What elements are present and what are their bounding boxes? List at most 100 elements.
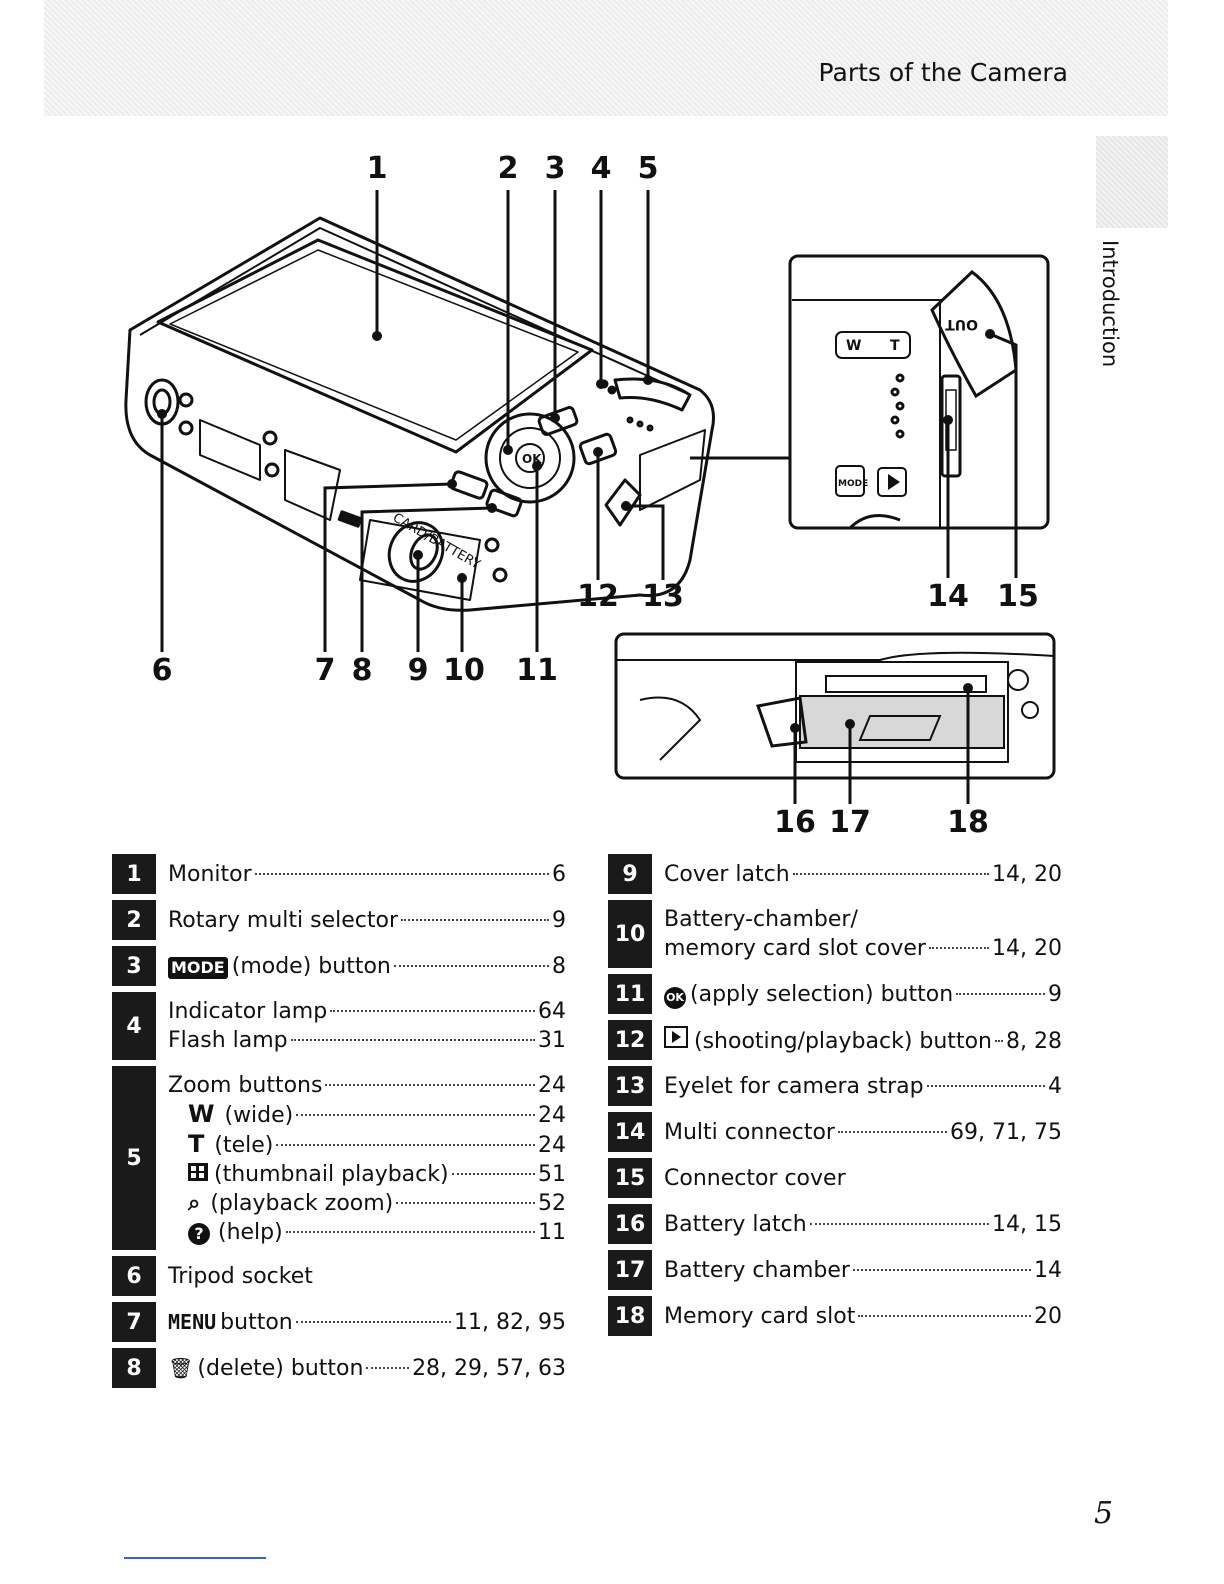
legend-line: ?(help)11	[168, 1218, 566, 1247]
leader-dots	[852, 1268, 1031, 1271]
memory-card-slot	[825, 675, 987, 693]
leader-dots	[809, 1222, 990, 1225]
legend-number: 14	[608, 1112, 652, 1152]
footer-rule	[124, 1557, 266, 1559]
legend-label: (apply selection) button	[690, 981, 954, 1007]
legend-row: 13 Eyelet for camera strap 4	[608, 1066, 1062, 1106]
legend-row: 17 Battery chamber 14	[608, 1250, 1062, 1290]
legend-line: Eyelet for camera strap 4	[664, 1072, 1062, 1101]
legend-number: 2	[112, 900, 156, 940]
legend-page-ref: 24	[538, 1133, 566, 1158]
legend-number: 13	[608, 1066, 652, 1106]
legend-label: (mode) button	[231, 953, 391, 979]
legend-page-ref: 6	[552, 861, 566, 887]
legend-page-ref: 28, 29, 57, 63	[412, 1355, 566, 1381]
leader-dots	[296, 1114, 535, 1116]
legend-label: Eyelet for camera strap	[664, 1073, 924, 1099]
legend-number: 5	[112, 1066, 156, 1250]
zoom-w-label: W	[846, 338, 861, 354]
leader-dots	[994, 1039, 1004, 1042]
leader-dots	[792, 872, 990, 875]
callout-11: 11	[516, 653, 558, 688]
legend-line: (shooting/playback) button 8, 28	[664, 1025, 1062, 1056]
ok-icon: OK	[664, 986, 686, 1009]
legend-line: W(wide)24	[168, 1100, 566, 1130]
page-number: 5	[1094, 1496, 1114, 1531]
legend-number: 4	[112, 992, 156, 1060]
zoom-magnifier-icon: ⌕	[188, 1191, 201, 1216]
leader-dots	[254, 872, 549, 875]
callout-2: 2	[498, 151, 519, 186]
legend-number: 7	[112, 1302, 156, 1342]
legend-page-ref: 69, 71, 75	[950, 1119, 1062, 1145]
trash-icon: 🗑	[168, 1355, 194, 1380]
legend-label: (shooting/playback) button	[694, 1028, 992, 1054]
monitor	[156, 238, 594, 454]
legend-label: (thumbnail playback)	[214, 1162, 449, 1187]
leader-dots	[451, 1173, 535, 1175]
leader-dots	[366, 1366, 410, 1369]
legend-page-ref: 14	[1034, 1257, 1062, 1283]
legend-label: Cover latch	[664, 861, 790, 887]
legend-number: 1	[112, 854, 156, 894]
legend-label: memory card slot cover	[664, 936, 926, 961]
callout-9: 9	[408, 653, 429, 688]
dial-ok-label: OK	[522, 452, 542, 466]
legend-page-ref: 14, 15	[992, 1211, 1062, 1237]
leader-dots	[330, 1010, 535, 1012]
legend-page-ref: 8, 28	[1006, 1028, 1062, 1054]
legend-number: 17	[608, 1250, 652, 1290]
side-band	[1096, 136, 1168, 228]
leader-dots	[393, 964, 549, 967]
inset-battery	[614, 632, 1056, 780]
legend-number: 11	[608, 974, 652, 1014]
page-title: Parts of the Camera	[818, 58, 1068, 87]
leader-dots	[290, 1039, 535, 1041]
callout-5: 5	[638, 151, 659, 186]
rotary-multi-selector	[484, 412, 576, 504]
mode-btn-label: MODE	[838, 479, 868, 489]
cover-latch	[387, 521, 445, 583]
menu-icon: MENU	[168, 1309, 217, 1334]
legend-page-ref: 14, 20	[992, 936, 1062, 961]
legend-number: 8	[112, 1348, 156, 1388]
legend-label: Battery chamber	[664, 1257, 850, 1283]
leader-dots	[401, 918, 549, 921]
callout-1: 1	[367, 151, 388, 186]
legend-page-ref: 4	[1048, 1073, 1062, 1099]
connector-out-label: OUT	[945, 316, 978, 332]
legend-label: Tripod socket	[168, 1263, 313, 1289]
legend-line: ⌕(playback zoom)52	[168, 1189, 566, 1218]
battery-latch	[756, 696, 808, 748]
legend-page-ref: 24	[538, 1103, 566, 1128]
ok-button	[515, 443, 545, 473]
legend-line: Connector cover	[664, 1164, 1062, 1193]
leader-dots	[396, 1202, 535, 1204]
legend-line: memory card slot cover 14, 20	[664, 934, 1062, 963]
legend-label: Connector cover	[664, 1165, 846, 1191]
camera-body	[124, 216, 715, 612]
legend-label: Zoom buttons	[168, 1073, 323, 1098]
legend-page-ref: 11	[538, 1220, 566, 1245]
leader-dots	[837, 1130, 948, 1133]
thumbnail-icon	[188, 1163, 208, 1181]
legend-label: Indicator lamp	[168, 999, 328, 1024]
camera-diagram: OK CARD/BATTERY W T MODE OUT 1 2 3 4 5 6…	[124, 151, 1056, 840]
legend-number: 9	[608, 854, 652, 894]
legend-label: (wide)	[224, 1103, 294, 1128]
callout-6: 6	[152, 653, 173, 688]
